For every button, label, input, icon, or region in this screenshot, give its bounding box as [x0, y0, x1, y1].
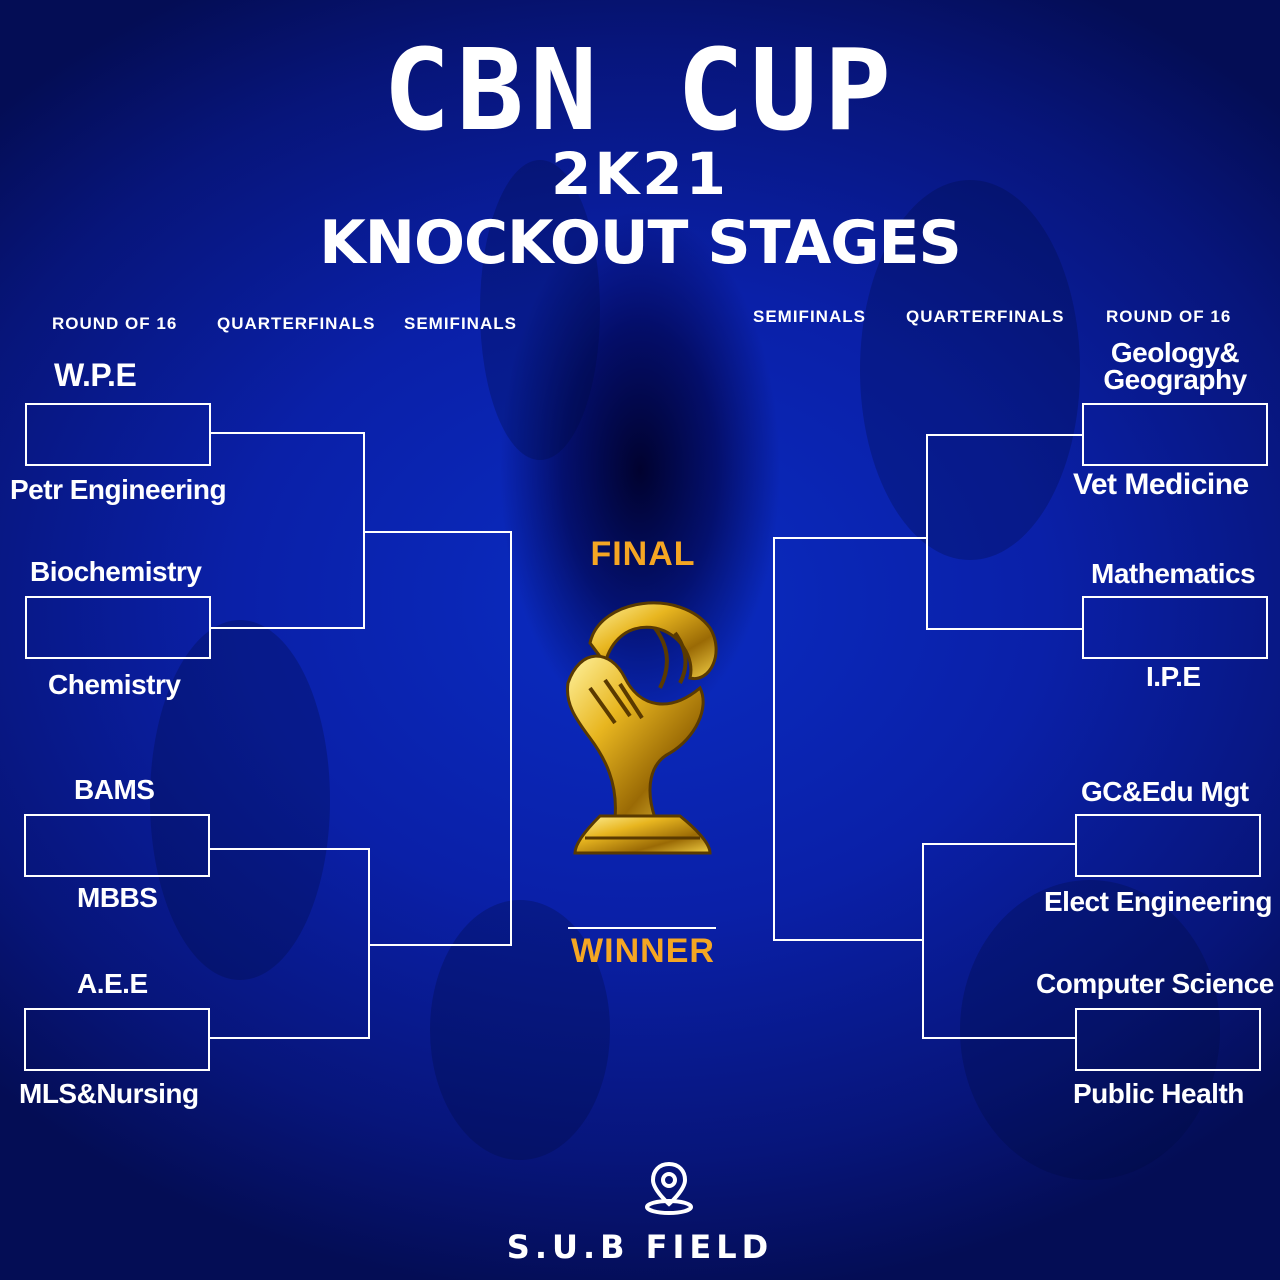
score-box	[1075, 814, 1261, 877]
bracket-line	[211, 432, 365, 434]
bracket-line	[773, 537, 928, 539]
winner-line	[568, 927, 716, 929]
bracket-line	[773, 537, 775, 941]
team-name: Petr Engineering	[10, 474, 227, 505]
bracket-line	[926, 434, 928, 630]
bracket-line	[922, 843, 924, 1039]
team-name: MBBS	[77, 882, 158, 913]
bracket-line	[922, 1037, 1075, 1039]
score-box	[1075, 1008, 1261, 1071]
winner-label: WINNER	[571, 932, 715, 970]
team-name: Geology& Geography	[1086, 337, 1264, 395]
team-name: Vet Medicine	[1073, 468, 1249, 501]
venue-label: S.U.B FIELD	[506, 1228, 774, 1266]
round-label-qf-left: QUARTERFINALS	[217, 314, 376, 333]
team-name: MLS&Nursing	[19, 1078, 199, 1109]
score-box	[25, 596, 211, 659]
bracket-line	[211, 627, 365, 629]
team-name: I.P.E	[1146, 661, 1201, 692]
score-box	[1082, 403, 1268, 466]
bracket-line	[926, 628, 1082, 630]
athlete-silhouette	[480, 160, 600, 460]
round-label-r16-right: ROUND OF 16	[1106, 307, 1232, 326]
score-box	[24, 814, 210, 877]
team-name: Chemistry	[48, 669, 181, 700]
bracket-line	[210, 1037, 370, 1039]
page-title: CBN CUP	[382, 26, 897, 156]
team-name: GC&Edu Mgt	[1081, 776, 1249, 807]
team-name: Public Health	[1073, 1078, 1244, 1109]
round-label-qf-right: QUARTERFINALS	[906, 307, 1065, 326]
athlete-silhouette	[430, 900, 610, 1160]
score-box	[24, 1008, 210, 1071]
team-name: A.E.E	[77, 968, 148, 999]
bracket-line	[363, 432, 365, 629]
team-name-line: Geology&	[1110, 337, 1240, 368]
stage-title: KNOCKOUT STAGES	[319, 208, 961, 278]
team-name: Computer Science	[1036, 968, 1274, 999]
score-box	[25, 403, 211, 466]
athlete-silhouette	[960, 880, 1220, 1180]
bracket-line	[363, 531, 512, 533]
bracket-line	[368, 848, 370, 1039]
location-pin-icon	[645, 1161, 693, 1215]
team-name-line: Geography	[1103, 364, 1247, 395]
bracket-line	[926, 434, 1082, 436]
bracket-line	[773, 939, 924, 941]
round-label-r16-left: ROUND OF 16	[52, 314, 178, 333]
bracket-line	[510, 531, 512, 946]
bracket-line	[368, 944, 512, 946]
trophy-icon	[565, 601, 718, 855]
round-label-sf-left: SEMIFINALS	[404, 314, 517, 333]
score-box	[1082, 596, 1268, 659]
team-name: W.P.E	[54, 357, 137, 393]
team-name: Biochemistry	[30, 556, 202, 587]
bracket-line	[922, 843, 1075, 845]
final-label: FINAL	[590, 535, 696, 573]
bracket-line	[210, 848, 370, 850]
team-name: Mathematics	[1091, 558, 1256, 589]
team-name: BAMS	[74, 774, 155, 805]
year-title: 2K21	[550, 140, 729, 208]
athlete-silhouette	[860, 180, 1080, 560]
team-name: Elect Engineering	[1044, 886, 1273, 917]
athlete-silhouette	[150, 620, 330, 980]
round-label-sf-right: SEMIFINALS	[753, 307, 866, 326]
